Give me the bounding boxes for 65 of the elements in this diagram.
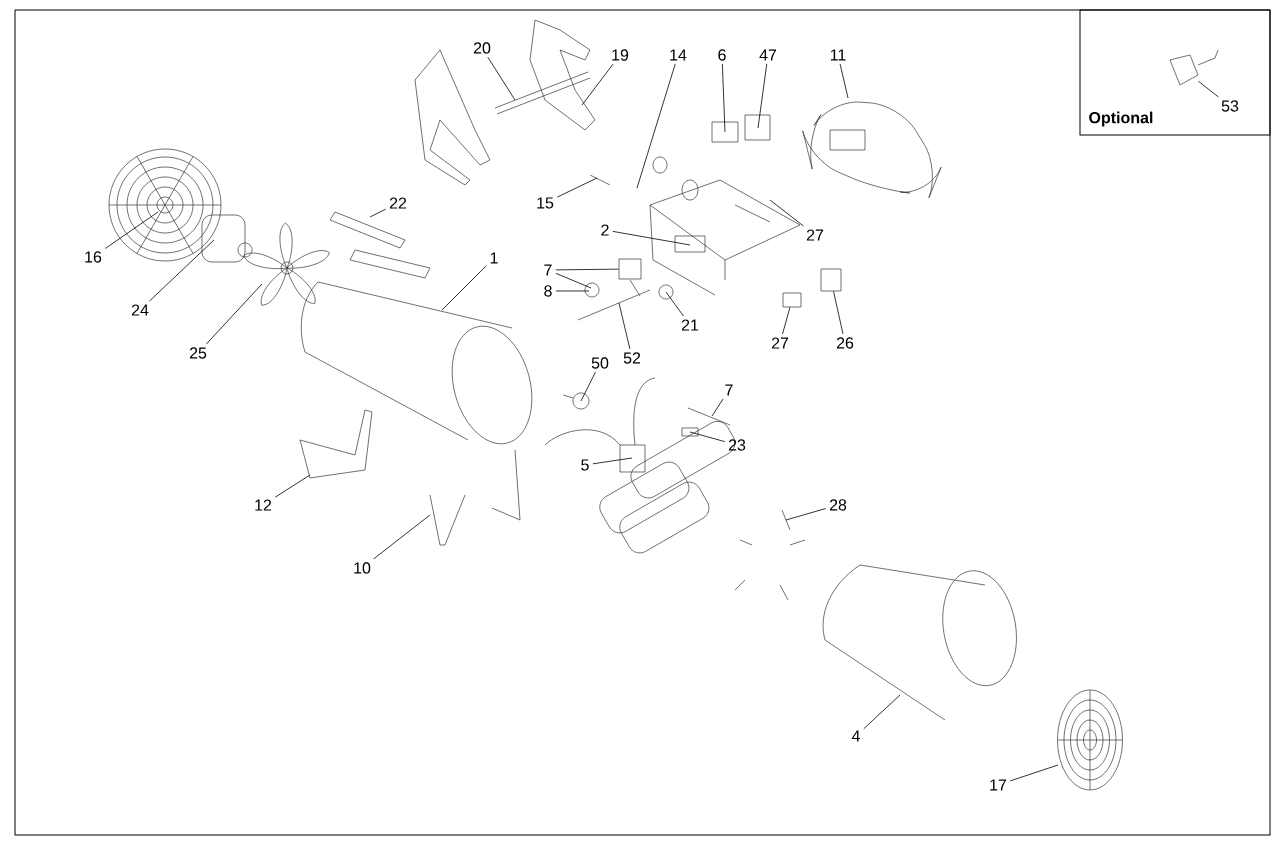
leader-line	[618, 302, 631, 350]
callout-number: 19	[612, 49, 629, 61]
leader-line	[592, 457, 633, 465]
callout-number: 27	[771, 337, 789, 349]
plug-drawing	[1169, 49, 1219, 86]
leader-line	[373, 514, 431, 560]
callout-number: 7	[725, 384, 733, 396]
callout-number: 50	[591, 357, 609, 369]
callout-number: 11	[830, 49, 846, 61]
leader-line	[581, 63, 614, 106]
callout-number: 17	[990, 779, 1007, 791]
leader-line	[721, 63, 726, 133]
leader-line	[711, 398, 724, 417]
callout-number: 25	[189, 347, 207, 359]
leader-line	[1198, 80, 1219, 98]
callout-number: 26	[836, 337, 854, 349]
callout-number: 14	[670, 49, 687, 61]
callout-number: 6	[718, 49, 726, 61]
leader-line	[782, 306, 791, 335]
callout-number: 16	[85, 251, 102, 263]
leader-line	[636, 63, 676, 189]
callout-number: 53	[1221, 100, 1239, 112]
callout-number: 8	[544, 285, 552, 297]
callout-number: 12	[255, 499, 272, 511]
leader-line	[839, 63, 849, 99]
leader-line	[104, 211, 159, 249]
callout-number: 24	[131, 304, 149, 316]
leader-line	[757, 63, 768, 129]
callout-number: 5	[581, 459, 589, 471]
leader-line	[785, 508, 827, 521]
callout-number: 10	[354, 562, 371, 574]
leader-line	[580, 371, 596, 402]
leader-line	[612, 231, 691, 246]
callout-number: 15	[537, 197, 554, 209]
leader-line	[441, 265, 487, 311]
leader-line	[206, 283, 263, 345]
leader-line	[274, 474, 311, 498]
leader-line	[369, 208, 387, 218]
callout-number: 27	[806, 229, 824, 241]
callout-number: 28	[829, 499, 847, 511]
leader-line	[769, 199, 804, 227]
leader-line	[555, 290, 590, 292]
leader-line	[833, 290, 844, 335]
callout-number: 4	[851, 730, 860, 742]
leader-line	[689, 431, 726, 442]
leader-line	[863, 694, 901, 730]
leader-line	[555, 272, 592, 289]
callout-number: 52	[623, 352, 641, 364]
callout-number: 23	[728, 439, 746, 451]
callout-number: 47	[759, 49, 777, 61]
leader-line	[555, 268, 620, 271]
callout-number: 22	[389, 197, 407, 209]
relay-drawing	[782, 292, 802, 308]
callout-number: 2	[601, 224, 609, 236]
relay-drawing	[820, 268, 842, 292]
leader-line	[487, 56, 516, 101]
leader-line	[556, 177, 598, 198]
callout-number: 20	[473, 42, 491, 54]
leader-line	[149, 239, 215, 302]
leader-line	[665, 291, 684, 317]
relay-drawing	[618, 258, 642, 280]
callout-number: 7	[544, 264, 552, 276]
callout-number: 1	[490, 252, 498, 264]
callout-number: 21	[681, 319, 699, 331]
leader-line	[1009, 764, 1059, 782]
